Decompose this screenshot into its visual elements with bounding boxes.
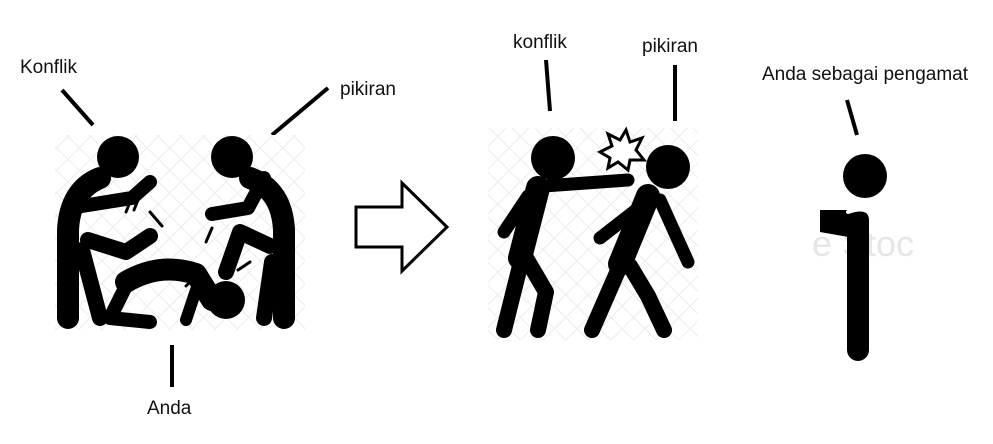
pointer-konflik-left: [60, 88, 95, 127]
pointer-observer: [845, 99, 859, 136]
right-arrow-icon: [354, 179, 450, 275]
pointer-pikiran-left: [270, 86, 330, 137]
standing-observer-icon: e Stoc: [812, 154, 914, 361]
label-konflik-left: Konflik: [20, 57, 78, 78]
label-anda: Anda: [147, 398, 192, 419]
pointer-lines: [60, 59, 859, 387]
label-pikiran-left: pikiran: [340, 79, 396, 100]
pointer-konflik-mid: [544, 59, 552, 112]
label-pikiran-mid: pikiran: [642, 36, 698, 57]
impact-burst-icon: [596, 126, 648, 173]
beating-figures-icon: [55, 135, 305, 330]
label-observer: Anda sebagai pengamat: [762, 64, 968, 85]
punching-figures-icon: [488, 128, 698, 340]
label-konflik-mid: konflik: [513, 32, 567, 53]
